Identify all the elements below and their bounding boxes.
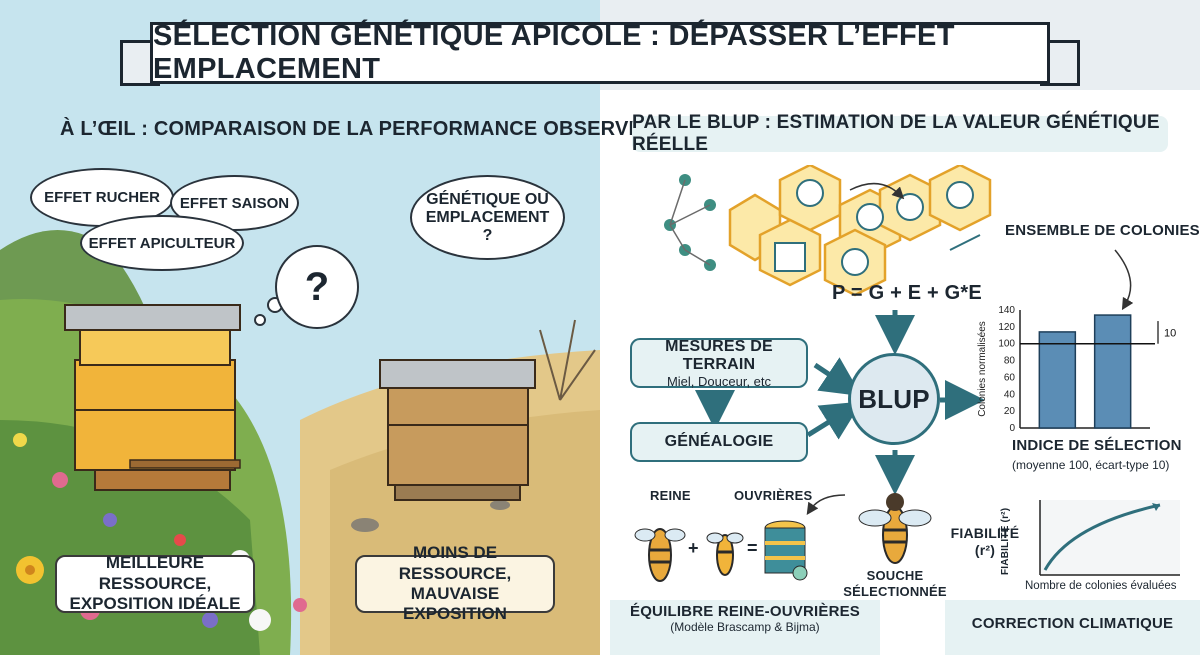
bubble-effet-apiculteur: EFFET APICULTEUR — [80, 215, 244, 271]
poor-hive — [379, 359, 536, 501]
formula: P = G + E + G*E — [832, 282, 982, 304]
terrain-title: MESURES DE TERRAIN — [665, 337, 773, 373]
reliability-title: FIABILITÉ (r²) — [950, 525, 1020, 558]
equals-sign: = — [747, 538, 758, 558]
flow-arrows — [695, 182, 1134, 515]
title-banner: SÉLECTION GÉNÉTIQUE APICOLE : DÉPASSER L… — [150, 20, 1050, 85]
reliability-axis-x: Nombre de colonies évaluées — [1025, 580, 1177, 592]
terrain-subtitle: Miel, Douceur, etc — [666, 373, 772, 389]
right-heading: PAR LE BLUP : ESTIMATION DE LA VALEUR GÉ… — [632, 112, 1168, 155]
label-poor-location: MOINS DE RESSOURCE, MAUVAISE EXPOSITION — [355, 543, 555, 623]
database-icon — [764, 520, 808, 581]
balance-title: ÉQUILIBRE REINE-OUVRIÈRES — [629, 603, 861, 620]
y-tick-label: 60 — [1004, 372, 1016, 383]
question-mark-bubble: ? — [275, 245, 359, 329]
y-tick-label: 120 — [998, 322, 1015, 333]
climate-label: CORRECTION CLIMATIQUE — [971, 615, 1174, 632]
plus-sign: + — [688, 538, 699, 558]
reliability-axis-y: FIABILITÉ (r²) — [1000, 507, 1011, 575]
label-good-location: MEILLEURE RESSOURCE, EXPOSITION IDÉALE — [55, 553, 255, 613]
y-tick-label: 40 — [1004, 389, 1016, 400]
bubble-genetique-ou-emplacement: GÉNÉTIQUE OU EMPLACEMENT ? — [410, 175, 565, 260]
terrain-measures-box: MESURES DE TERRAIN Miel, Douceur, etc — [630, 337, 808, 389]
y-tick-label: 140 — [998, 305, 1015, 316]
genealogy-label: GÉNÉALOGIE — [664, 433, 774, 450]
colonies-label: ENSEMBLE DE COLONIES — [1005, 222, 1200, 239]
thriving-hive — [64, 304, 241, 491]
bar-2 — [1093, 314, 1132, 429]
hexagon-network — [664, 165, 992, 297]
left-heading: À L’ŒIL : COMPARAISON DE LA PERFORMANCE … — [60, 118, 656, 140]
delta-annotation: 10 — [1164, 327, 1176, 339]
selected-bee-icon — [858, 493, 932, 564]
blup-node: BLUP — [848, 353, 940, 445]
y-tick-label: 100 — [998, 339, 1015, 350]
index-subtitle: (moyenne 100, écart-type 10) — [1012, 458, 1170, 472]
index-title: INDICE DE SÉLECTION — [1012, 437, 1182, 454]
souche-label: SOUCHE SÉLECTIONNÉE — [843, 568, 947, 599]
page-title: SÉLECTION GÉNÉTIQUE APICOLE : DÉPASSER L… — [153, 20, 955, 85]
reine-label: REINE — [650, 488, 691, 503]
bee-combination — [634, 520, 808, 582]
bar-1 — [1038, 331, 1077, 429]
queen-bee-icon — [634, 528, 686, 582]
ouvrieres-label: OUVRIÈRES — [734, 488, 813, 503]
y-axis-label: Colonies normalisées — [977, 321, 988, 417]
reliability-curve — [1039, 500, 1180, 576]
worker-bee-icon — [706, 532, 744, 576]
balance-box: ÉQUILIBRE REINE-OUVRIÈRES (Modèle Brasca… — [610, 603, 880, 634]
y-tick-label: 0 — [1009, 423, 1015, 434]
genealogy-box: GÉNÉALOGIE — [630, 422, 808, 462]
balance-subtitle: (Modèle Brascamp & Bijma) — [670, 620, 820, 634]
y-tick-label: 20 — [1004, 406, 1016, 417]
selection-index-chart: Colonies normalisées 0 20 40 60 80 100 120 140 10 — [977, 305, 1176, 434]
y-tick-label: 80 — [1004, 356, 1016, 367]
